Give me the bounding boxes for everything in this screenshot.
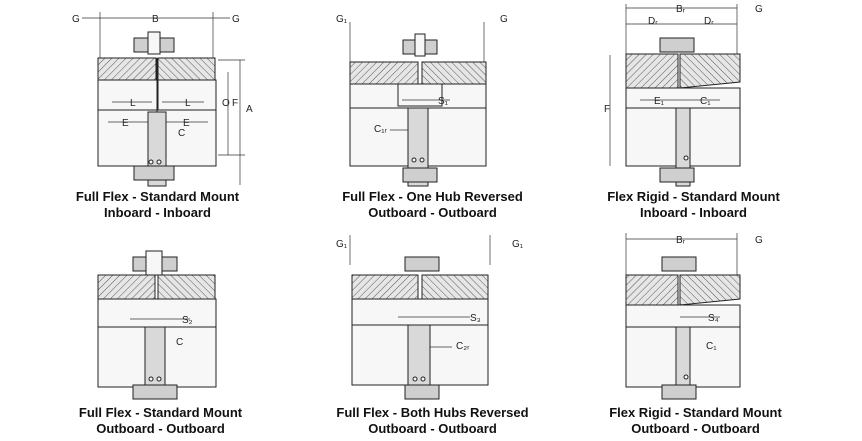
- dim-a: A: [246, 104, 253, 115]
- dim-s3: S₃: [470, 313, 481, 324]
- coupling-drawing: G₁ G₁ S₃ C₂ᵣ: [336, 235, 524, 400]
- caption-line-2: Inboard - Inboard: [104, 205, 211, 220]
- coupling-drawing: G B G L L E E C A O F: [72, 12, 253, 187]
- dim-dr-left: Dᵣ: [648, 16, 658, 27]
- caption-line-1: Full Flex - Standard Mount: [78, 405, 243, 420]
- coupling-drawing: G₁ G S₁ C₁ᵣ: [336, 14, 508, 187]
- caption-line-1: Flex Rigid - Standard Mount: [607, 189, 780, 204]
- caption-line-1: Flex Rigid - Standard Mount: [609, 405, 782, 420]
- caption: Full Flex - Both Hubs Reversed Outboard …: [325, 405, 540, 437]
- dim-g1: G₁: [336, 14, 348, 25]
- dim-e-right: E: [183, 118, 190, 129]
- dim-l-left: L: [130, 98, 136, 109]
- dim-e1: E₁: [654, 96, 665, 107]
- caption-line-2: Outboard - Outboard: [368, 421, 497, 436]
- dim-g-right: G: [232, 14, 240, 25]
- coupling-diagram-full-flex-one-hub-reversed: G₁ G S₁ C₁ᵣ Full Flex - One Hub Reversed…: [290, 0, 580, 225]
- dim-c: C: [178, 128, 185, 139]
- coupling-diagram-flex-rigid-standard-outboard: Bᵣ G S₄ C₁ Flex Rigid - Standard Mount O…: [580, 225, 862, 441]
- caption: Full Flex - One Hub Reversed Outboard - …: [325, 189, 540, 221]
- caption-line-2: Inboard - Inboard: [640, 205, 747, 220]
- dim-g-left: G: [72, 14, 80, 25]
- dim-g1-right: G₁: [512, 239, 524, 250]
- caption-line-1: Full Flex - Both Hubs Reversed: [336, 405, 529, 420]
- caption-line-2: Outboard - Outboard: [368, 205, 497, 220]
- coupling-diagram-full-flex-standard-outboard: S₂ C Full Flex - Standard Mount Outboard…: [0, 225, 290, 441]
- caption-line-1: Full Flex - One Hub Reversed: [342, 189, 523, 204]
- coupling-diagram-full-flex-standard-inboard: G B G L L E E C A O F: [0, 0, 290, 225]
- coupling-drawing: Bᵣ Dᵣ Dᵣ G E₁ C₁ F: [604, 4, 763, 187]
- caption: Flex Rigid - Standard Mount Outboard - O…: [588, 405, 803, 437]
- dim-g: G: [755, 235, 763, 246]
- dim-s2: S₂: [182, 315, 193, 326]
- dim-f: F: [232, 98, 238, 109]
- coupling-diagram-flex-rigid-standard-inboard: Bᵣ Dᵣ Dᵣ G E₁ C₁ F Flex Rigid - Standard…: [580, 0, 862, 225]
- caption: Flex Rigid - Standard Mount Inboard - In…: [586, 189, 801, 221]
- dim-g1-left: G₁: [336, 239, 348, 250]
- caption: Full Flex - Standard Mount Outboard - Ou…: [53, 405, 268, 437]
- coupling-drawing: Bᵣ G S₄ C₁: [625, 233, 763, 400]
- caption-line-2: Outboard - Outboard: [631, 421, 760, 436]
- coupling-diagram-full-flex-both-hubs-reversed: G₁ G₁ S₃ C₂ᵣ Full Flex - Both Hubs Rever…: [290, 225, 580, 441]
- caption: Full Flex - Standard Mount Inboard - Inb…: [50, 189, 265, 221]
- coupling-drawing: S₂ C: [97, 250, 217, 400]
- dim-c1: C₁: [700, 96, 711, 107]
- dim-f: F: [604, 104, 610, 115]
- dim-s4: S₄: [708, 313, 719, 324]
- dim-c2r: C₂ᵣ: [456, 341, 470, 352]
- dim-br: Bᵣ: [676, 4, 686, 15]
- dim-br: Bᵣ: [676, 235, 686, 246]
- dim-l-right: L: [185, 98, 191, 109]
- caption-line-2: Outboard - Outboard: [96, 421, 225, 436]
- dim-b: B: [152, 14, 159, 25]
- dim-c1r: C₁ᵣ: [374, 124, 388, 135]
- dim-s1: S₁: [438, 96, 449, 107]
- dim-g: G: [755, 4, 763, 15]
- dim-dr-right: Dᵣ: [704, 16, 714, 27]
- dim-e-left: E: [122, 118, 129, 129]
- dim-o: O: [222, 98, 230, 109]
- dim-c: C: [176, 337, 183, 348]
- dim-g: G: [500, 14, 508, 25]
- caption-line-1: Full Flex - Standard Mount: [75, 189, 240, 204]
- dim-c1: C₁: [706, 341, 717, 352]
